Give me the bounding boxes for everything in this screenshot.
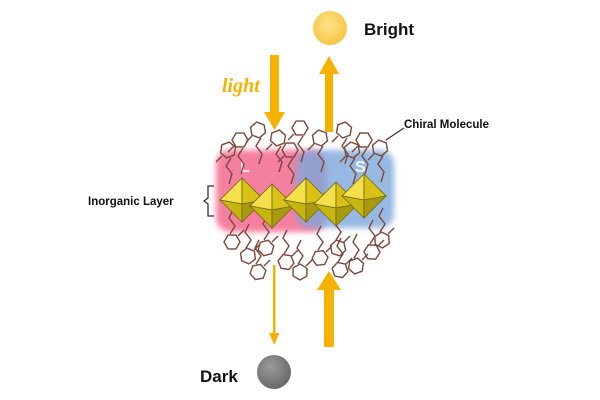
ligand-chain bbox=[305, 259, 313, 267]
ligand-chain bbox=[367, 153, 375, 161]
bright-sun-icon bbox=[313, 11, 347, 45]
ligand-ring bbox=[292, 263, 308, 281]
ligand-chain bbox=[228, 209, 236, 235]
ligand-ring bbox=[311, 129, 329, 147]
light-label: light bbox=[222, 75, 261, 97]
ligand-ring bbox=[355, 132, 373, 148]
ligand-ring bbox=[219, 141, 237, 159]
ligand-chain bbox=[225, 157, 233, 185]
ligand-chain bbox=[368, 219, 376, 245]
bright-output-arrow bbox=[319, 56, 339, 132]
ligand-chain bbox=[282, 229, 290, 255]
bottom-input-arrow bbox=[317, 271, 341, 347]
inorganic-layer-label: Inorganic Layer bbox=[88, 196, 174, 208]
ligand-chain bbox=[296, 239, 304, 265]
ligand-ring bbox=[257, 239, 275, 257]
ligand-chain bbox=[254, 239, 262, 265]
ligand-chain bbox=[352, 233, 360, 259]
ligand-chain bbox=[244, 223, 252, 249]
inorganic-octahedra bbox=[218, 173, 388, 229]
inorganic-layer-bracket bbox=[202, 185, 214, 217]
ligand-ring bbox=[291, 120, 309, 136]
ligand-ring bbox=[374, 231, 390, 249]
ligand-ring bbox=[277, 253, 295, 271]
ligand-chain bbox=[297, 135, 305, 163]
ligand-chain bbox=[307, 143, 315, 151]
ligand-ring bbox=[347, 257, 365, 275]
ligand-ring bbox=[249, 263, 267, 281]
ligand-ring bbox=[335, 121, 353, 139]
ligand-ring bbox=[329, 239, 347, 257]
left-domain-letter: L bbox=[240, 159, 250, 176]
chiral-molecule-pointer bbox=[385, 127, 405, 141]
ligand-chain bbox=[287, 157, 295, 185]
chiral-molecule-ligands bbox=[215, 120, 395, 281]
ligand-chain bbox=[275, 145, 283, 173]
chiral-molecule-label: Chiral Molecule bbox=[404, 119, 489, 131]
ligand-ring bbox=[231, 132, 249, 148]
ligand-ring bbox=[331, 261, 349, 279]
ligand-chain bbox=[287, 133, 295, 141]
right-domain-letter: S bbox=[355, 159, 366, 176]
ligand-ring bbox=[269, 129, 287, 147]
ligand-chain bbox=[245, 135, 253, 143]
ligand-ring bbox=[343, 141, 361, 159]
ligand-chain bbox=[255, 137, 263, 165]
ligand-chain bbox=[361, 147, 369, 175]
ligand-chain bbox=[271, 235, 279, 243]
ligand-ring bbox=[281, 142, 299, 158]
bright-label: Bright bbox=[364, 20, 414, 39]
ligand-chain bbox=[331, 135, 339, 143]
ligand-chain bbox=[339, 155, 347, 163]
ligand-chain bbox=[263, 259, 271, 267]
ligand-chain bbox=[227, 145, 235, 153]
dark-label: Dark bbox=[200, 367, 238, 386]
ligand-chain bbox=[336, 237, 344, 263]
ligand-ring bbox=[223, 234, 241, 250]
ligand-chain bbox=[377, 155, 385, 183]
ligand-chain bbox=[387, 227, 395, 235]
ligand-chain bbox=[237, 229, 245, 237]
ligand-chain bbox=[277, 155, 285, 163]
dark-output-arrow bbox=[269, 265, 280, 345]
light-arrows bbox=[264, 55, 341, 347]
ligand-ring bbox=[371, 139, 389, 157]
ligand-chain bbox=[361, 253, 369, 261]
ligand-chain bbox=[349, 157, 357, 185]
ligand-chain bbox=[317, 145, 325, 173]
ligand-ring bbox=[311, 249, 329, 267]
ligand-chain bbox=[377, 239, 385, 247]
ligand-chain bbox=[378, 207, 386, 233]
ligand-chain bbox=[215, 155, 223, 163]
ligand-ring bbox=[249, 121, 267, 139]
ligand-chain bbox=[316, 225, 324, 251]
ligand-chain bbox=[265, 143, 273, 151]
ligand-chain bbox=[291, 249, 299, 257]
ligand-ring bbox=[363, 244, 381, 260]
dark-ball-icon bbox=[257, 355, 291, 389]
ligand-chain bbox=[237, 147, 245, 175]
incoming-light-arrow bbox=[264, 55, 285, 130]
ligand-ring bbox=[239, 247, 257, 265]
ligand-chain bbox=[343, 235, 351, 243]
octahedron bbox=[340, 173, 388, 219]
octahedron bbox=[248, 183, 296, 229]
ligand-chain bbox=[351, 145, 359, 153]
ligand-chain bbox=[345, 257, 353, 265]
